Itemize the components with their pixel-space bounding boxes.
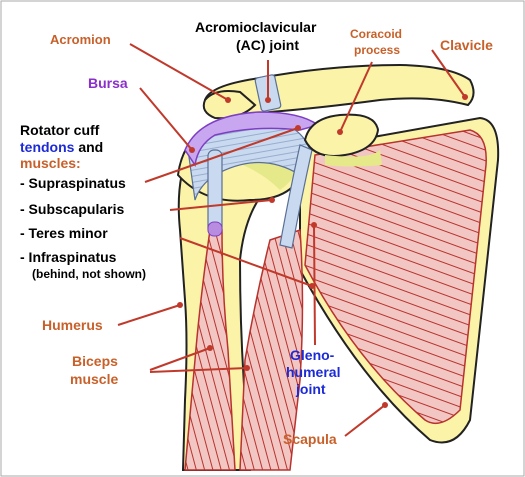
label-coracoid-line1: Coracoid [350, 27, 402, 41]
label-coracoid-line2: process [354, 43, 400, 57]
label-biceps-line1: Biceps [72, 353, 118, 369]
label-infraspinatus-note: (behind, not shown) [32, 267, 146, 281]
subscapularis-muscle [304, 129, 487, 425]
biceps-long-head [239, 228, 304, 471]
coracoid-cartilage [325, 150, 382, 167]
label-gleno-line1: Gleno- [290, 347, 335, 363]
label-and: and [74, 139, 103, 155]
leader-dots [177, 94, 468, 408]
label-gleno-line2: humeral [286, 364, 340, 380]
label-rotator-tendons-line: tendons and [20, 139, 103, 155]
label-subscapularis: - Subscapularis [20, 201, 124, 217]
label-humerus: Humerus [42, 317, 103, 333]
label-supraspinatus: - Supraspinatus [20, 175, 126, 191]
label-teres-minor: - Teres minor [20, 225, 108, 241]
label-scapula: Scapula [283, 431, 337, 447]
label-infraspinatus: - Infraspinatus [20, 249, 117, 265]
biceps-tendon-long [279, 144, 313, 249]
label-rotator-cuff: Rotator cuff [20, 122, 100, 138]
label-clavicle: Clavicle [440, 37, 493, 53]
tendon-sheath [207, 221, 223, 237]
label-muscles: muscles: [20, 155, 81, 171]
label-tendons: tendons [20, 139, 75, 155]
label-ac-joint-line1: Acromioclavicular [195, 19, 317, 35]
label-bursa: Bursa [88, 75, 128, 91]
label-biceps-line2: muscle [70, 371, 118, 387]
leader-lines [117, 43, 466, 437]
label-gleno-line3: joint [295, 381, 326, 397]
label-acromion: Acromion [50, 32, 111, 47]
label-ac-joint-line2: (AC) joint [236, 37, 299, 53]
